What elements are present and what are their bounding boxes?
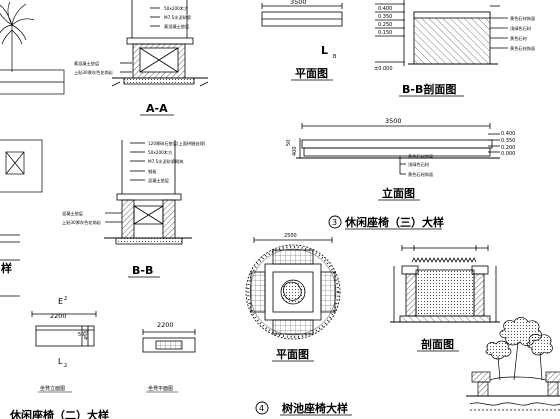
bb3-level-0: ±0.000: [374, 66, 393, 72]
plan-view-3-title: 平面图: [295, 67, 328, 80]
elevation-3-title: 立面图: [382, 186, 415, 200]
section-aa-title: A-A: [146, 102, 168, 115]
elev3-h2: 50: [286, 140, 292, 146]
bb-note-3: M7.5水泥砂浆砌筑: [148, 158, 184, 165]
elev3-note-2: 浅绿色石材: [408, 161, 429, 168]
section-4-title: 剖面图: [421, 337, 454, 351]
bb-note-4: 钢板: [148, 168, 157, 175]
bb3-level-4: 0.150: [378, 30, 392, 36]
bb-note-7: 上贴30厚灰色花岗岩: [62, 219, 101, 226]
e2-mark: E: [58, 297, 63, 306]
aa-note-2: M7.5水泥砂浆: [164, 14, 192, 21]
plan-view-3: [261, 3, 343, 27]
bb3-note-4: 黄色石材饰面: [510, 45, 535, 52]
elev3-h1: 400: [292, 146, 298, 156]
elev3-length: 3500: [385, 117, 402, 125]
section-bb-3-title: B-B剖面图: [402, 82, 456, 96]
bench-elev-title: 坐凳立面图: [40, 385, 65, 392]
l2-mark-sub: 2: [64, 363, 67, 369]
elev3-level-3: 0.200: [501, 145, 515, 151]
bench-elevation: [31, 311, 97, 347]
bb-note-6: 混凝土垫层: [62, 210, 83, 217]
tree-pool-plan: [245, 237, 341, 340]
bench-plan-length: 2200: [157, 321, 174, 329]
bb3-level-1: 0.400: [378, 6, 392, 12]
palm-tree-symbol: [0, 1, 35, 72]
partial-title-left: 样: [1, 261, 12, 275]
bench-plan: [142, 329, 196, 353]
elev3-level-1: 0.400: [501, 131, 515, 137]
detail-4-number: 4: [259, 404, 264, 413]
detail-3-title: 休闲座椅（三）大样: [344, 215, 444, 229]
aa-note-1: 50x200木方: [164, 5, 188, 12]
elev3-level-2: 0.350: [501, 138, 515, 144]
aa-note-4: 素混凝土垫层: [74, 60, 99, 67]
aa-note-3: 素混凝土垫层: [164, 23, 189, 30]
bb3-level-2: 0.350: [378, 14, 392, 20]
e2-mark-sup: 2: [64, 296, 67, 302]
elev3-note-3: 黄色石材饰面: [408, 171, 433, 178]
bb-note-1: 120厚碎石垫层(上面拼缝处理): [148, 140, 206, 147]
bench-plan-title: 坐凳平面图: [148, 385, 173, 392]
section-bb-3: [375, 0, 508, 66]
plan4-dim: 2500: [284, 233, 297, 239]
bb3-note-3: 黄色石材: [510, 35, 527, 42]
detail-3-number-circle: [328, 215, 342, 229]
lb-mark: L: [321, 44, 328, 57]
plan-view-4-title: 平面图: [276, 348, 309, 361]
detail-4-title: 树池座椅大样: [282, 401, 348, 415]
detail-3-number: 3: [332, 218, 337, 227]
left-partial-drawings: [0, 1, 65, 297]
bb3-level-3: 0.250: [378, 22, 392, 28]
section-bb: [104, 140, 192, 245]
detail-4-number-circle: [255, 401, 269, 415]
landscape-sketch: [466, 317, 560, 411]
tree-pool-section: [390, 245, 500, 323]
aa-note-5: 上贴30厚灰色花岗岩: [74, 69, 113, 76]
l2-mark: L: [58, 357, 63, 366]
plan3-dim: 3500: [290, 0, 307, 6]
bb-note-2: 50x200木方: [148, 149, 172, 156]
elevation-3: [296, 123, 500, 175]
bb-note-5: 混凝土垫层: [148, 177, 169, 184]
lb-mark-sub: B: [333, 54, 337, 60]
bb3-note-1: 黄色石材饰面: [510, 15, 535, 22]
bench-elev-height: 450: [84, 330, 90, 340]
elev3-level-4: 0.000: [501, 151, 515, 157]
section-bb-title: B-B: [132, 264, 153, 277]
bench-elev-h2: 50: [78, 332, 84, 338]
partial-title-bottom: 休闲座椅（二）大样: [9, 408, 109, 419]
bench-elev-length: 2200: [50, 312, 67, 320]
elev3-note-1: 黄色石材饰面: [408, 153, 433, 160]
section-aa: [111, 0, 209, 87]
bb3-note-2: 浅绿色石材: [510, 25, 531, 32]
